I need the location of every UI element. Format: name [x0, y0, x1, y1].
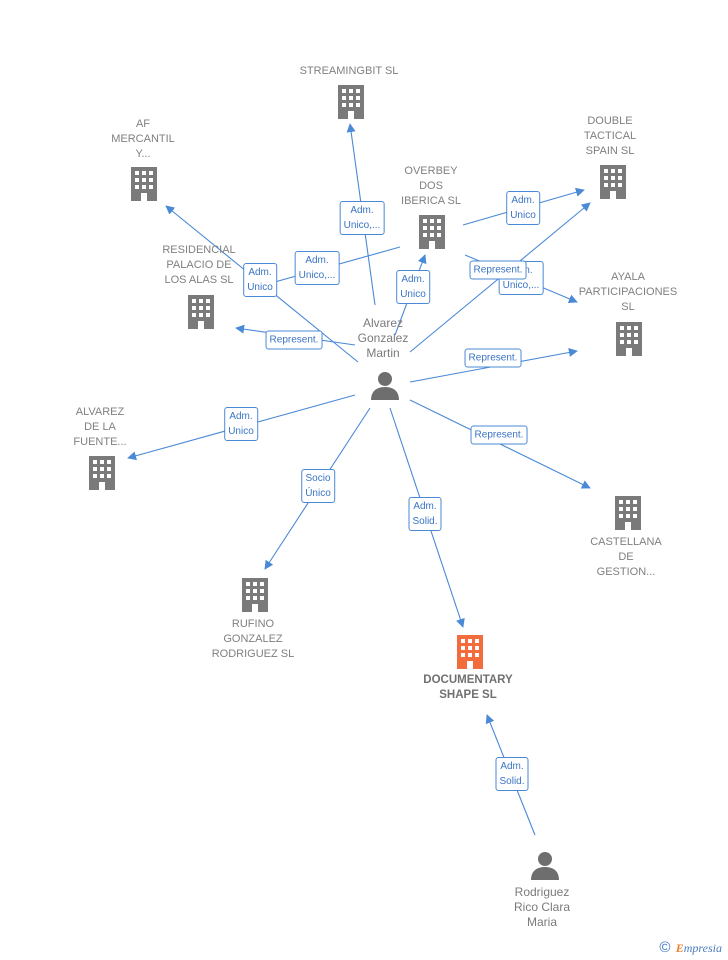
building-icon: [417, 215, 447, 249]
company-label-overbey[interactable]: OVERBEY DOS IBERICA SL: [401, 165, 461, 207]
edge-label-rodriguez-documentary: Adm. Solid.: [495, 757, 529, 791]
company-label-castellana[interactable]: CASTELLANA DE GESTION...: [590, 536, 662, 578]
person-icon: [370, 370, 400, 400]
person-label-center[interactable]: Alvarez Gonzalez Martin: [357, 316, 409, 360]
edge-label-overbey-double: Adm. Unico: [506, 191, 540, 225]
company-label-rufino[interactable]: RUFINO GONZALEZ RODRIGUEZ SL: [211, 618, 295, 660]
edge-label-rufino: Socio Único: [301, 469, 335, 503]
edge-label-alvarez-fuente: Adm. Unico: [224, 407, 258, 441]
person-label-other[interactable]: Rodriguez Rico Clara Maria: [513, 885, 571, 929]
company-label-af-mercantil[interactable]: AF MERCANTIL Y...: [111, 118, 175, 160]
footer-brand[interactable]: © Empresia: [659, 939, 722, 956]
company-label-streamingbit[interactable]: STREAMINGBIT SL: [299, 65, 399, 77]
edge-label-documentary: Adm. Solid.: [408, 497, 442, 531]
building-icon: [240, 578, 270, 612]
company-label-documentary[interactable]: DOCUMENTARY SHAPE SL: [423, 674, 513, 701]
edge-label-streamingbit: Adm. Unico,...: [339, 201, 385, 235]
edge-label-residencial-rep: Represent.: [265, 330, 323, 350]
person-icon: [530, 850, 560, 880]
company-label-double-tactical[interactable]: DOUBLE TACTICAL SPAIN SL: [583, 115, 637, 157]
copyright-symbol: ©: [659, 939, 671, 956]
company-label-ayala[interactable]: AYALA PARTICIPACIONES SL: [578, 271, 678, 313]
building-icon: [598, 165, 628, 199]
edge-label-ayala-rep: Represent.: [464, 348, 522, 368]
edge-label-residencial-adm: Adm. Unico,...: [294, 251, 340, 285]
edge-label-double: Represent.: [469, 260, 527, 280]
building-icon: [87, 456, 117, 490]
building-icon: [614, 322, 644, 356]
edge-label-af-mercantil: Adm. Unico: [243, 263, 277, 297]
building-icon: [186, 295, 216, 329]
building-icon: [336, 85, 366, 119]
building-icon: [613, 496, 643, 530]
building-icon: [129, 167, 159, 201]
company-label-residencial[interactable]: RESIDENCIAL PALACIO DE LOS ALAS SL: [162, 244, 236, 286]
empresia-logo: Empresia: [675, 941, 722, 955]
building-icon-main: [455, 635, 485, 669]
edge-label-castellana: Represent.: [470, 425, 528, 445]
edge-label-overbey: Adm. Unico: [396, 270, 430, 304]
company-label-alvarez-fuente[interactable]: ALVAREZ DE LA FUENTE...: [73, 406, 127, 448]
